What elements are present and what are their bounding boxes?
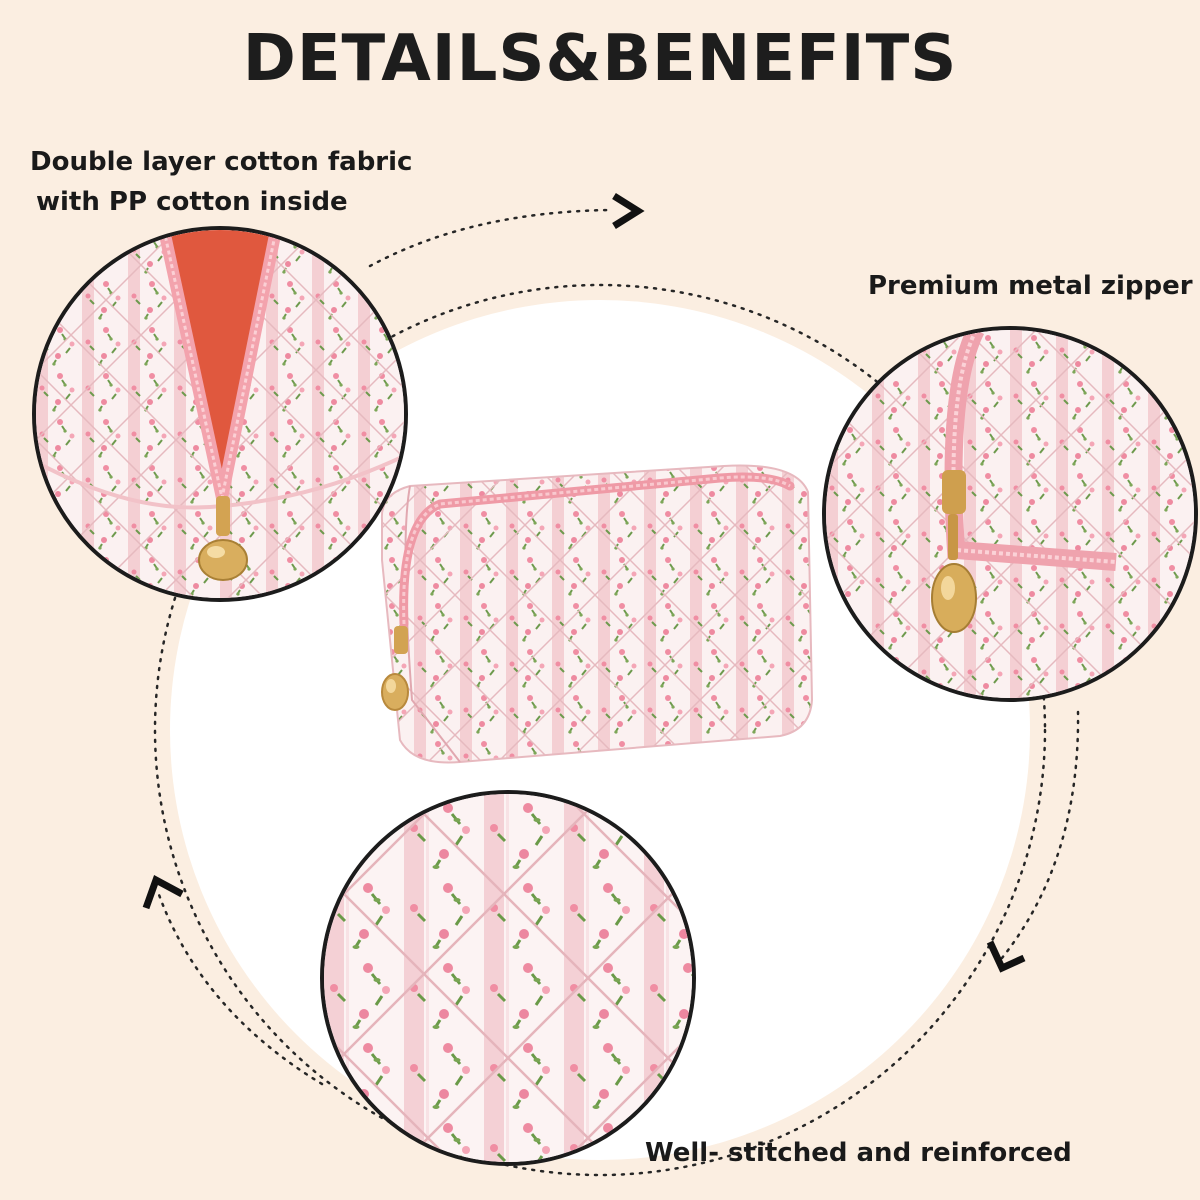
fabric-detail-image [36,230,404,598]
fabric-callout-line2: with PP cotton inside [36,187,348,217]
fabric-callout-line1: Double layer cotton fabric [30,147,413,177]
fabric-callout: Double layer cotton fabric with PP cotto… [30,142,450,222]
stitching-callout: Well- stitched and reinforced [645,1138,1072,1168]
zipper-detail-circle [822,326,1198,702]
zipper-detail-image [826,330,1194,698]
arrow-right-head-icon [986,940,1026,973]
zipper-callout: Premium metal zipper [868,271,1193,301]
page-title: DETAILS&BENEFITS [242,22,958,96]
makeup-bag-image [380,464,814,764]
arrow-left-line [156,890,324,1086]
fabric-detail-circle [32,226,408,602]
stitching-detail-image [324,794,692,1162]
dotted-orbit [153,283,1047,1177]
stitching-detail-circle [320,790,696,1166]
arrow-left-head-icon [142,874,184,910]
arrow-top-line [368,208,612,268]
arrow-top-head-icon [612,193,645,229]
arrow-right-line [1000,710,1080,960]
